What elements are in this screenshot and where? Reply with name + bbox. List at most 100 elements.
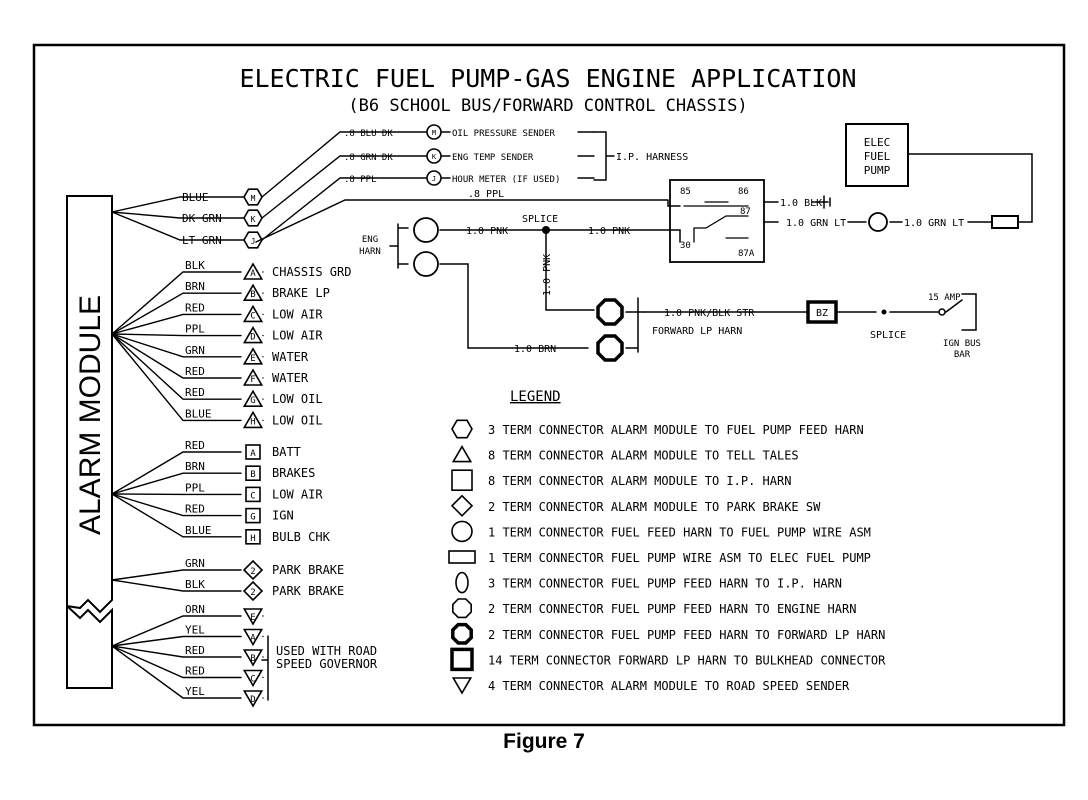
- hex-out-label-0: .8 BLU DK: [344, 129, 393, 139]
- hex-dest-label-1: ENG TEMP SENDER: [452, 153, 534, 163]
- sq_wires-pin-1: B: [250, 470, 255, 480]
- legend-text-10: 4 TERM CONNECTOR ALARM MODULE TO ROAD SP…: [488, 679, 850, 693]
- elec-fuel-pump-line1: ELEC: [864, 136, 891, 149]
- sq_wires-connector-icon-3: [245, 507, 261, 524]
- gov_wires-color-0: ORN: [185, 603, 205, 616]
- gov_wires-color-2: RED: [185, 644, 205, 657]
- sq_wires-connector-icon-0: [245, 444, 261, 460]
- tri_wires-pin-2: C: [250, 311, 255, 321]
- hex-pin-2: J: [251, 237, 256, 246]
- tri_wires-wire-4: [111, 333, 264, 358]
- hex-dest-label-0: OIL PRESSURE SENDER: [452, 129, 556, 139]
- ip-pin-1: K: [432, 153, 437, 161]
- legend-text-3: 2 TERM CONNECTOR ALARM MODULE TO PARK BR…: [488, 500, 821, 514]
- dia_wires-connector-icon-0: [242, 559, 264, 581]
- gov_wires-color-1: YEL: [185, 624, 205, 637]
- ppl-wire: [255, 199, 681, 243]
- ppl-wire-label: .8 PPL: [468, 189, 504, 200]
- tri_wires-connector-icon-0: [242, 262, 264, 280]
- relay-output-wires: [763, 123, 1033, 229]
- relay-pin-87a: 87A: [738, 249, 755, 259]
- pnk-wire-label-1: 1.0 PNK: [466, 226, 508, 237]
- tri_wires-label-5: WATER: [272, 371, 309, 385]
- bulkhead-connector: [806, 300, 838, 324]
- oval-icon: [455, 571, 469, 594]
- hex-connector-icon-1: [243, 209, 263, 227]
- alarm-module-label: ALARM MODULE: [74, 295, 107, 535]
- sq_wires-label-3: IGN: [272, 509, 294, 523]
- dia_wires-pin-1: 2: [250, 588, 255, 598]
- gov_wires-wire-2: [111, 645, 264, 658]
- hex-out-label-1: .8 GRN DK: [344, 153, 393, 163]
- tri_wires-color-7: BLUE: [185, 407, 212, 420]
- relay: [669, 179, 765, 263]
- gov_wires-color-4: YEL: [185, 685, 205, 698]
- grnlt-wire-label-1: 1.0 GRN LT: [786, 218, 846, 229]
- hex-wire-2: [111, 177, 595, 241]
- alarm-module: [66, 195, 113, 689]
- splice-dot: [542, 226, 550, 234]
- sq_wires-color-2: PPL: [185, 481, 205, 494]
- legend-text-2: 8 TERM CONNECTOR ALARM MODULE TO I.P. HA…: [488, 474, 791, 488]
- gov_wires-color-3: RED: [185, 665, 205, 678]
- governor-note-line2: SPEED GOVERNOR: [276, 657, 378, 671]
- sq_wires-color-4: BLUE: [185, 524, 212, 537]
- eng-harn-connector-top: [413, 217, 439, 243]
- bulkhead-label: BZ: [816, 308, 828, 319]
- gov_wires-pin-4: D: [250, 695, 255, 705]
- forward-lp-connector-bottom: [596, 334, 624, 362]
- sq_wires-label-4: BULB CHK: [272, 530, 331, 544]
- sq_wires-pin-3: G: [250, 513, 255, 523]
- tri_wires-connector-icon-3: [242, 326, 264, 344]
- tri_wires-color-1: BRN: [185, 280, 205, 293]
- relay-pin-85: 85: [680, 187, 691, 197]
- sq_wires-color-1: BRN: [185, 460, 205, 473]
- tri_wires-wire-5: [111, 333, 264, 379]
- hex-connector-icon-0: [243, 188, 263, 206]
- tri_wires-pin-5: F: [250, 375, 255, 385]
- bold-octagon-icon: [451, 622, 473, 645]
- legend-text-6: 3 TERM CONNECTOR FUEL PUMP FEED HARN TO …: [488, 577, 842, 591]
- tri_wires-color-4: GRN: [185, 344, 205, 357]
- hex-out-label-2: .8 PPL: [344, 175, 377, 185]
- forward-lp-harn-label: FORWARD LP HARN: [652, 326, 742, 337]
- tri_wires-connector-icon-1: [242, 283, 264, 302]
- gov_wires-connector-icon-2: [242, 649, 264, 667]
- dia_wires-label-0: PARK BRAKE: [272, 563, 344, 577]
- relay-pin-86: 86: [738, 187, 749, 197]
- gov_wires-wire-0: [111, 615, 264, 647]
- legend-title: LEGEND: [510, 389, 561, 405]
- pnk-wire-label-vertical: 1.0 PNK: [542, 254, 553, 296]
- ip-pin-0: M: [432, 129, 436, 137]
- legend-text-7: 2 TERM CONNECTOR FUEL PUMP FEED HARN TO …: [488, 602, 856, 616]
- sq_wires-connector-icon-4: [245, 528, 261, 545]
- tri_wires-label-2: LOW AIR: [272, 307, 323, 321]
- tri_wires-wire-3: [111, 333, 264, 337]
- dia_wires-connector-icon-1: [242, 580, 264, 602]
- fuse-terminal: [938, 308, 946, 316]
- elec-fuel-pump-line2: FUEL: [864, 150, 891, 163]
- pnk-wire-label-2: 1.0 PNK: [588, 226, 630, 237]
- tri_wires-color-5: RED: [185, 365, 205, 378]
- tri_wires-wire-0: [111, 271, 264, 335]
- down-triangle-icon: [451, 677, 473, 695]
- legend-text-8: 2 TERM CONNECTOR FUEL PUMP FEED HARN TO …: [488, 628, 885, 642]
- tri_wires-color-0: BLK: [185, 259, 205, 272]
- gov_wires-pin-1: A: [250, 634, 256, 644]
- dia_wires-color-0: GRN: [185, 557, 205, 570]
- tri_wires-label-3: LOW AIR: [272, 329, 323, 343]
- gov_wires-wire-3: [111, 645, 264, 679]
- fuse-amp-label: 15 AMP: [928, 293, 961, 303]
- hexagon-icon: [451, 419, 473, 439]
- tri_wires-color-3: PPL: [185, 323, 205, 336]
- sq_wires-pin-2: C: [250, 491, 255, 501]
- sq_wires-connector-icon-2: [245, 486, 261, 503]
- tri_wires-label-7: LOW OIL: [272, 413, 323, 427]
- hex-wire-0: [111, 131, 595, 213]
- hex-dest-label-2: HOUR METER (IF USED): [452, 175, 560, 185]
- tri_wires-pin-6: G: [250, 396, 255, 406]
